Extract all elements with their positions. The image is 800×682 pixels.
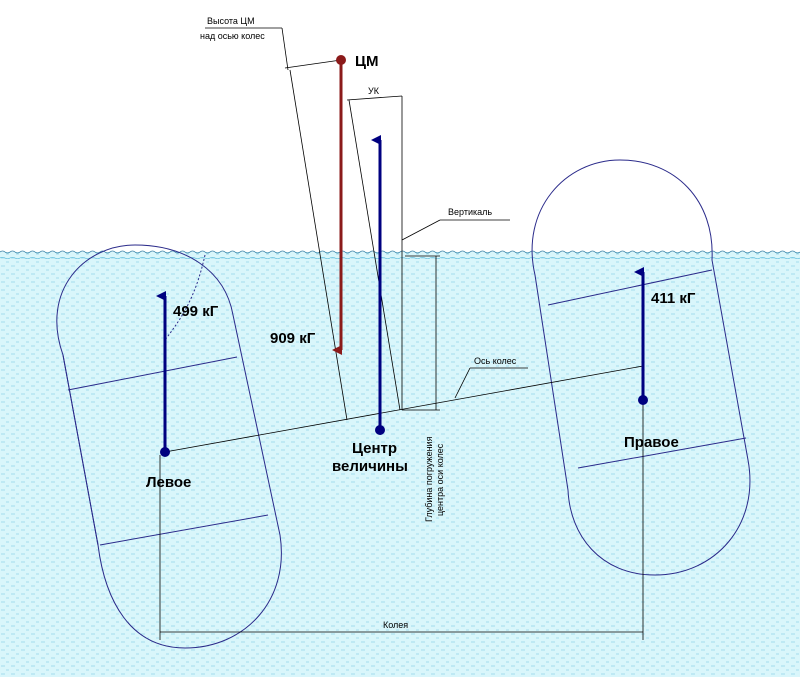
cm-label: ЦМ bbox=[355, 53, 378, 70]
axle-label: Ось колес bbox=[474, 356, 517, 366]
center-label-1: Центр bbox=[352, 440, 397, 457]
water-body bbox=[0, 250, 800, 677]
cm-height-dimension bbox=[205, 27, 348, 421]
cm-height-label-1: Высота ЦМ bbox=[207, 16, 255, 26]
depth-label-1: Глубина погружения bbox=[424, 436, 434, 522]
uk-dimension bbox=[346, 95, 403, 411]
left-float bbox=[56, 244, 282, 649]
yk-label: УК bbox=[368, 86, 380, 96]
left-label: Левое bbox=[146, 474, 191, 491]
depth-dimension bbox=[402, 255, 440, 411]
cm-height-label-2: над осью колес bbox=[200, 31, 265, 41]
track-dimension bbox=[159, 366, 644, 640]
right-buoyancy-arrow bbox=[634, 267, 648, 405]
cm-force-label: 909 кГ bbox=[270, 330, 316, 347]
water-surface-wave-2 bbox=[0, 256, 800, 260]
center-buoyancy-arrow bbox=[371, 135, 385, 435]
right-label: Правое bbox=[624, 434, 679, 451]
left-force-label: 499 кГ bbox=[173, 303, 219, 320]
right-float bbox=[531, 159, 751, 576]
left-buoyancy-arrow bbox=[156, 291, 170, 457]
vertical-callout bbox=[401, 219, 510, 241]
cm-weight-arrow bbox=[332, 55, 346, 355]
axle-line bbox=[164, 365, 644, 453]
center-label-2: величины bbox=[332, 458, 408, 475]
vertical-label: Вертикаль bbox=[448, 207, 492, 217]
track-label: Колея bbox=[383, 620, 408, 630]
right-force-label: 411 кГ bbox=[651, 290, 696, 307]
water-surface-wave bbox=[0, 250, 800, 254]
depth-label-2: центра оси колес bbox=[435, 443, 445, 516]
